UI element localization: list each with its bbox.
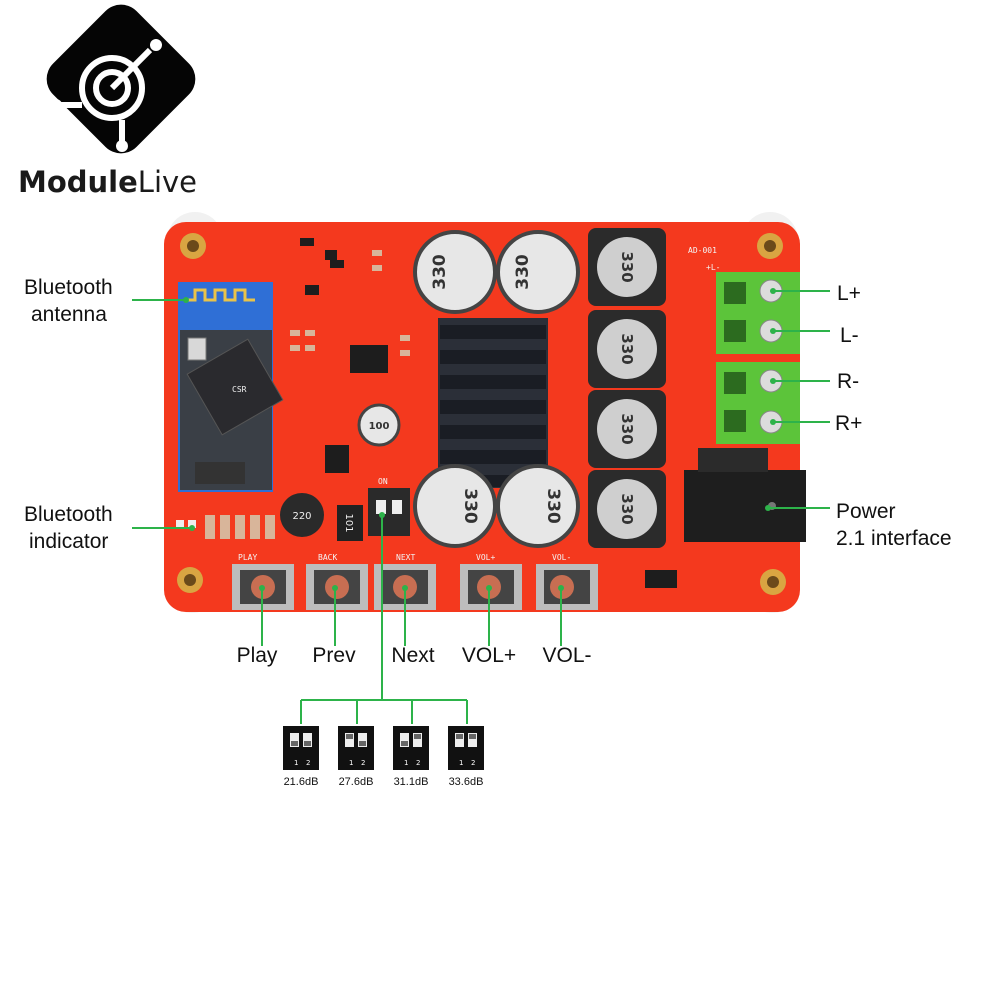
label-r-minus: R- bbox=[837, 370, 860, 393]
terminal-silk: +L- bbox=[706, 263, 720, 272]
tact-button-volup: VOL+ bbox=[460, 553, 522, 610]
svg-text:1: 1 bbox=[404, 759, 408, 767]
svg-text:BACK: BACK bbox=[318, 553, 337, 562]
label-line: Bluetooth bbox=[24, 276, 113, 299]
inductor-4: 330 bbox=[588, 470, 666, 548]
svg-text:1: 1 bbox=[349, 759, 353, 767]
terminal-block-left bbox=[716, 272, 800, 354]
svg-text:330: 330 bbox=[618, 251, 636, 282]
logo-brand-bold: Module bbox=[18, 165, 138, 199]
svg-text:1: 1 bbox=[459, 759, 463, 767]
label-gain-31-1db: 31.1dB bbox=[393, 776, 429, 788]
logo-brand-light: Live bbox=[137, 165, 198, 199]
svg-text:2: 2 bbox=[471, 759, 475, 767]
chip-marking: CSR bbox=[232, 385, 247, 394]
inductor-3: 330 bbox=[588, 390, 666, 468]
label-vol-down: VOL- bbox=[542, 644, 592, 667]
capacitor-100uf: 100 bbox=[357, 403, 401, 447]
capacitor-bottom-left: 330 bbox=[413, 464, 497, 548]
logo-wordmark: ModuleLive bbox=[18, 165, 197, 199]
logo-circuit-mark bbox=[60, 47, 153, 142]
dip-icon-21-6db: 1 2 bbox=[283, 726, 319, 770]
bluetooth-module: CSR bbox=[178, 282, 284, 492]
diode-d3 bbox=[645, 570, 677, 588]
label-vol-up: VOL+ bbox=[461, 644, 517, 667]
svg-text:VOL-: VOL- bbox=[552, 553, 571, 562]
antenna-trace bbox=[185, 288, 255, 302]
dip-switch: ON bbox=[368, 477, 410, 536]
capacitor-top-right: 330 bbox=[496, 230, 580, 314]
label-gain-33-6db: 33.6dB bbox=[448, 776, 484, 788]
svg-text:330: 330 bbox=[460, 488, 480, 524]
dip-icon-33-6db: 1 2 bbox=[448, 726, 484, 770]
inductor-1: 330 bbox=[588, 228, 666, 306]
label-gain-27-6db: 27.6dB bbox=[338, 776, 374, 788]
svg-text:330: 330 bbox=[513, 254, 533, 290]
terminal-block-right bbox=[716, 362, 800, 444]
dip-icon-27-6db: 1 2 bbox=[338, 726, 374, 770]
capacitor-220uf: 220 bbox=[280, 493, 324, 537]
svg-text:330: 330 bbox=[430, 254, 450, 290]
label-power-interface: Power 2.1 interface bbox=[836, 498, 952, 552]
modulelive-logo bbox=[46, 4, 196, 154]
tact-button-voldown: VOL- bbox=[536, 553, 598, 610]
label-l-plus: L+ bbox=[837, 282, 861, 305]
svg-text:100: 100 bbox=[369, 421, 390, 432]
capacitor-bottom-right: 330 bbox=[496, 464, 580, 548]
label-line: Power bbox=[836, 500, 896, 523]
svg-text:101: 101 bbox=[343, 513, 354, 532]
op-amp-chip bbox=[350, 345, 388, 373]
label-line: antenna bbox=[31, 303, 107, 326]
label-line: indicator bbox=[29, 530, 109, 553]
label-bluetooth-indicator: Bluetooth indicator bbox=[24, 501, 113, 555]
svg-text:330: 330 bbox=[543, 488, 563, 524]
heatsink bbox=[438, 318, 548, 488]
svg-text:ON: ON bbox=[378, 477, 388, 486]
label-next: Next bbox=[391, 644, 435, 667]
mounting-holes bbox=[177, 233, 786, 595]
label-l-minus: L- bbox=[840, 324, 859, 347]
dc-power-jack bbox=[684, 448, 806, 542]
svg-text:330: 330 bbox=[618, 333, 636, 364]
inductor-2: 330 bbox=[588, 310, 666, 388]
capacitor-top-left: 330 bbox=[413, 230, 497, 314]
svg-text:2: 2 bbox=[306, 759, 310, 767]
svg-text:PLAY: PLAY bbox=[238, 553, 257, 562]
svg-text:VOL+: VOL+ bbox=[476, 553, 495, 562]
board-model: AD-001 bbox=[688, 246, 717, 255]
leader-lines bbox=[132, 290, 830, 724]
svg-text:220: 220 bbox=[292, 511, 311, 522]
label-line: Bluetooth bbox=[24, 503, 113, 526]
flash-chip bbox=[195, 462, 245, 484]
label-r-plus: R+ bbox=[835, 412, 863, 435]
resistor-101: 101 bbox=[337, 505, 363, 541]
label-gain-21-6db: 21.6dB bbox=[283, 776, 319, 788]
svg-text:2: 2 bbox=[361, 759, 365, 767]
label-bluetooth-antenna: Bluetooth antenna bbox=[24, 274, 113, 328]
svg-text:330: 330 bbox=[618, 413, 636, 444]
bluetooth-led-row bbox=[176, 515, 275, 539]
dip-icon-31-1db: 1 2 bbox=[393, 726, 429, 770]
svg-text:330: 330 bbox=[618, 493, 636, 524]
label-line: 2.1 interface bbox=[836, 527, 952, 550]
svg-text:NEXT: NEXT bbox=[396, 553, 415, 562]
svg-text:2: 2 bbox=[416, 759, 420, 767]
svg-text:1: 1 bbox=[294, 759, 298, 767]
label-prev: Prev bbox=[312, 644, 356, 667]
label-play: Play bbox=[236, 644, 278, 667]
